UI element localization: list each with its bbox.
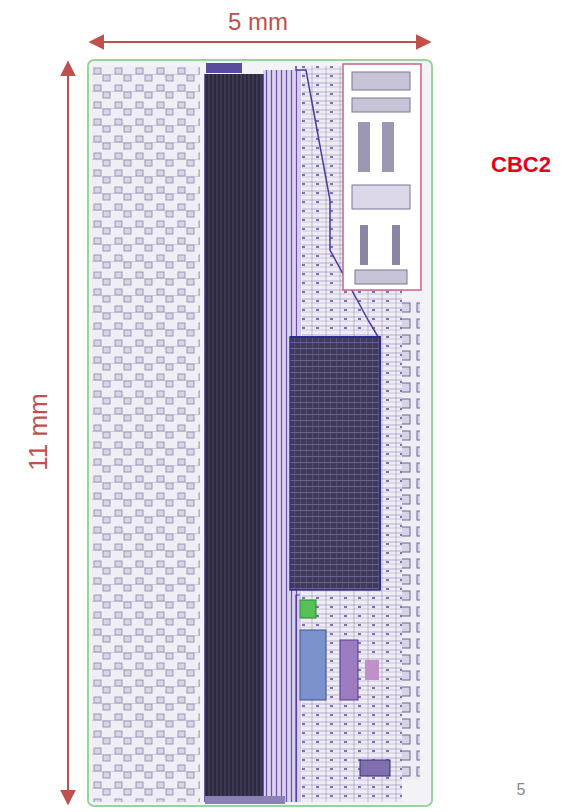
page-number: 5 [517, 781, 526, 799]
dimension-label: 11 mm [24, 393, 53, 471]
dimension-label: 5 mm [228, 9, 288, 35]
chip-name: CBC2 [491, 153, 551, 177]
